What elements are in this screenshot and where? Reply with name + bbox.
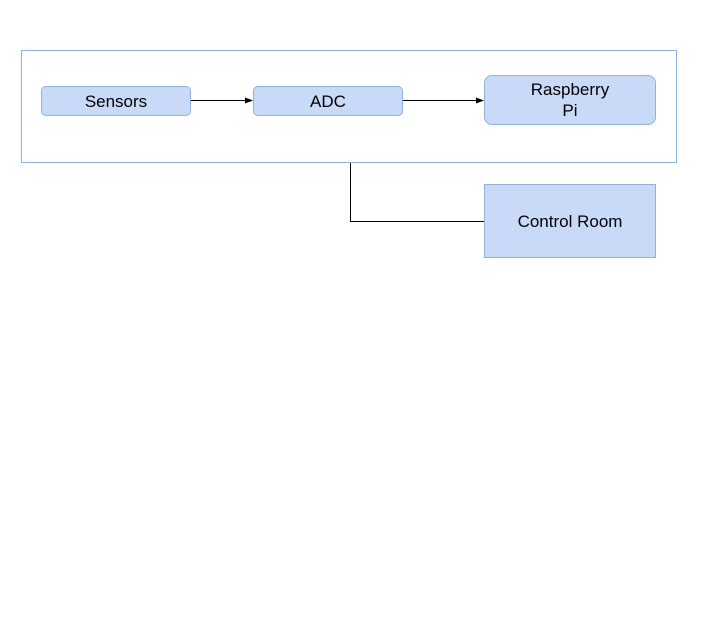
- adc-node: ADC: [253, 86, 403, 116]
- sensors-node: Sensors: [41, 86, 191, 116]
- raspberry-pi-label: Raspberry Pi: [530, 80, 610, 120]
- raspberry-pi-node: Raspberry Pi: [484, 75, 656, 125]
- control-room-node: Control Room: [484, 184, 656, 258]
- adc-label: ADC: [310, 91, 346, 111]
- sensors-label: Sensors: [84, 91, 148, 111]
- control-room-label: Control Room: [517, 211, 623, 231]
- group-to-control-room-connector: [350, 163, 484, 222]
